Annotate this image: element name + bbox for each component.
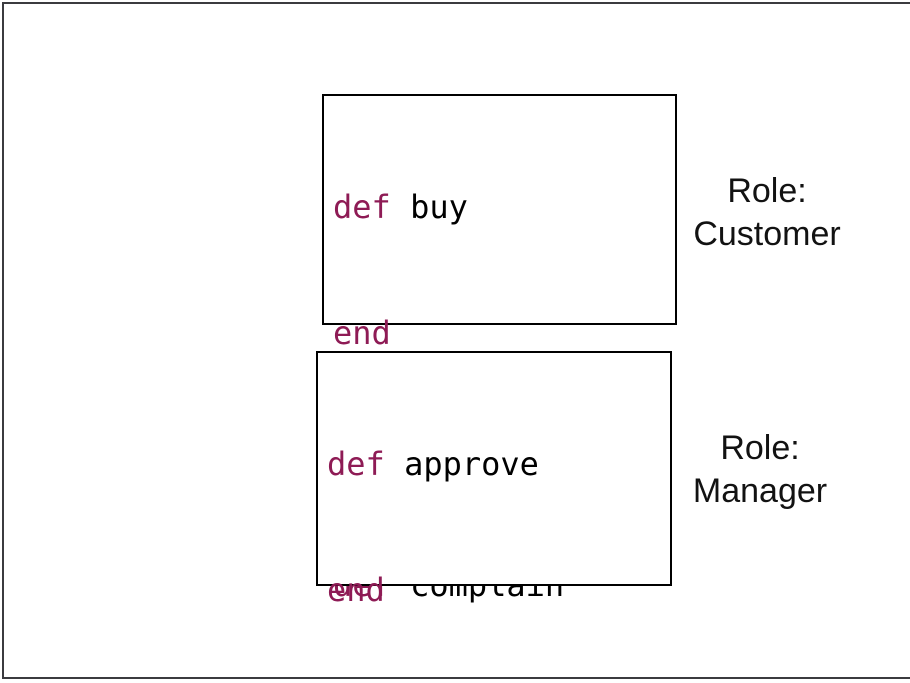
role-label-line-1: Role: [727, 172, 807, 210]
code-line: def approve [327, 443, 539, 485]
identifier-token: buy [390, 188, 468, 226]
role-label-line-2: Manager [692, 472, 828, 510]
code-line: end [327, 569, 539, 611]
keyword-token: end [327, 571, 385, 609]
identifier-token: approve [384, 445, 539, 483]
keyword-token: def [327, 445, 385, 483]
code-box-manager[interactable]: def approve end def review end [316, 351, 672, 609]
role-label-customer: Role: Customer [647, 170, 887, 256]
role-label-manager: Role: Manager [640, 427, 880, 513]
keyword-token: end [333, 314, 391, 352]
code-lines-manager: def approve end def review end [327, 359, 539, 683]
code-line: def buy [333, 186, 564, 228]
role-label-line-2: Customer [693, 215, 841, 253]
keyword-token: def [333, 188, 391, 226]
code-line: end [333, 312, 564, 354]
role-label-line-1: Role: [720, 429, 800, 467]
code-box-customer[interactable]: def buy end def complain end [322, 94, 677, 604]
